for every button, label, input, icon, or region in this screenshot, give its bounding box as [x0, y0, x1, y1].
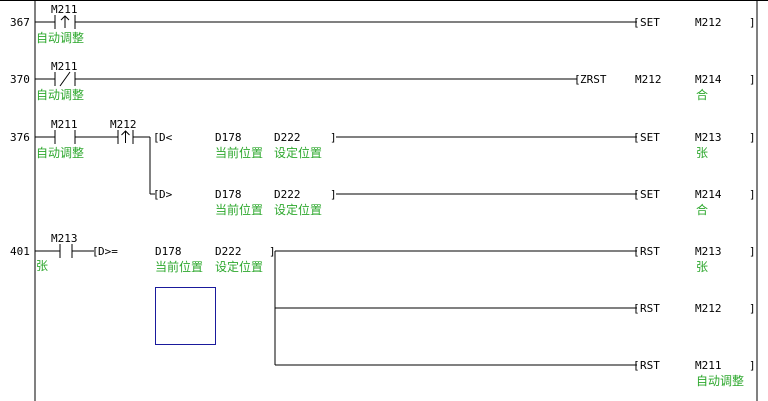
instr-name: RST [640, 359, 660, 372]
bracket-open: [ [633, 131, 640, 144]
output-instruction[interactable]: [ ZRST M212 M214 合 ] [574, 73, 756, 102]
normally-open-contact[interactable]: M213 张 [36, 232, 78, 273]
output-instruction-1[interactable]: [ RST M213 张 ] [633, 245, 756, 274]
compare-arg2: D222 [215, 245, 242, 258]
compare-arg1: D178 [215, 131, 242, 144]
instr-comment: 自动调整 [696, 373, 744, 388]
normally-closed-contact[interactable]: M211 自动调整 [36, 60, 84, 102]
contact-comment: 自动调整 [36, 145, 84, 160]
compare-arg2: D222 [274, 188, 301, 201]
instr-device: M213 [695, 245, 722, 258]
rung-376[interactable]: 376 M211 自动调整 M212 [ D< D178 当前位置 D222 设… [10, 118, 756, 217]
bracket-open: [ [633, 245, 640, 258]
compare-arg1: D178 [215, 188, 242, 201]
compare-arg2-comment: 设定位置 [274, 145, 322, 160]
step-number: 370 [10, 73, 30, 86]
instr-device-1: M212 [635, 73, 662, 86]
compare-arg2-comment: 设定位置 [215, 259, 263, 274]
output-instruction-2[interactable]: [ RST M212 ] [633, 302, 756, 315]
compare-instruction-1[interactable]: [ D< D178 当前位置 D222 设定位置 ] [153, 131, 337, 160]
instr-device: M214 [695, 188, 722, 201]
rung-367[interactable]: 367 M211 自动调整 [ SET M212 ] [10, 3, 756, 45]
compare-arg1-comment: 当前位置 [155, 259, 203, 274]
bracket-close: ] [749, 302, 756, 315]
contact-device: M211 [51, 118, 78, 131]
contact-device: M211 [51, 3, 78, 16]
bracket-open: [ [633, 188, 640, 201]
bracket-close: ] [749, 131, 756, 144]
rung-370[interactable]: 370 M211 自动调整 [ ZRST M212 M214 合 ] [10, 60, 756, 102]
rung-401[interactable]: 401 M213 张 [ D>= D178 当前位置 D222 设定位置 ] [… [10, 232, 756, 388]
contact-device: M212 [110, 118, 137, 131]
contact-comment: 自动调整 [36, 87, 84, 102]
rising-edge-contact[interactable]: M211 自动调整 [36, 3, 84, 45]
instr-comment: 张 [696, 260, 708, 274]
instr-comment: 合 [696, 202, 708, 217]
bracket-close: ] [330, 188, 337, 201]
instr-device: M212 [695, 16, 722, 29]
compare-arg1-comment: 当前位置 [215, 202, 263, 217]
instr-name: RST [640, 245, 660, 258]
bracket-open: [ [633, 16, 640, 29]
step-number: 367 [10, 16, 30, 29]
compare-arg2-comment: 设定位置 [274, 202, 322, 217]
instr-name: SET [640, 16, 660, 29]
compare-instruction[interactable]: [ D>= D178 当前位置 D222 设定位置 ] [92, 245, 276, 274]
compare-op: D> [159, 188, 173, 201]
instr-device: M211 [695, 359, 722, 372]
rising-edge-contact-2[interactable]: M212 [110, 118, 137, 144]
compare-op: D>= [98, 245, 118, 258]
step-number: 376 [10, 131, 30, 144]
bracket-close: ] [749, 188, 756, 201]
output-instruction-1[interactable]: [ SET M213 张 ] [633, 131, 756, 160]
instr-name: SET [640, 131, 660, 144]
output-instruction-3[interactable]: [ RST M211 自动调整 ] [633, 359, 756, 388]
instr-comment-2: 合 [696, 87, 708, 102]
bracket-close: ] [749, 16, 756, 29]
step-number: 401 [10, 245, 30, 258]
bracket-open: [ [633, 359, 640, 372]
normally-open-contact[interactable]: M211 自动调整 [36, 118, 84, 160]
instr-device: M212 [695, 302, 722, 315]
output-instruction[interactable]: [ SET M212 ] [633, 16, 756, 29]
bracket-open: [ [574, 73, 581, 86]
compare-op: D< [159, 131, 173, 144]
instr-name: SET [640, 188, 660, 201]
instr-comment: 张 [696, 146, 708, 160]
output-instruction-2[interactable]: [ SET M214 合 ] [633, 188, 756, 217]
bracket-open: [ [633, 302, 640, 315]
compare-instruction-2[interactable]: [ D> D178 当前位置 D222 设定位置 ] [153, 188, 337, 217]
bracket-close: ] [749, 245, 756, 258]
bracket-close: ] [749, 359, 756, 372]
compare-arg1: D178 [155, 245, 182, 258]
instr-device: M213 [695, 131, 722, 144]
compare-arg1-comment: 当前位置 [215, 145, 263, 160]
contact-comment: 张 [36, 259, 48, 273]
edit-cursor[interactable] [155, 287, 216, 345]
bracket-close: ] [269, 245, 276, 258]
instr-device-2: M214 [695, 73, 722, 86]
instr-name: RST [640, 302, 660, 315]
contact-comment: 自动调整 [36, 30, 84, 45]
bracket-open: [ [92, 245, 99, 258]
bracket-close: ] [749, 73, 756, 86]
bracket-open: [ [153, 188, 160, 201]
compare-arg2: D222 [274, 131, 301, 144]
contact-device: M211 [51, 60, 78, 73]
contact-device: M213 [51, 232, 78, 245]
bracket-open: [ [153, 131, 160, 144]
bracket-close: ] [330, 131, 337, 144]
instr-name: ZRST [580, 73, 607, 86]
